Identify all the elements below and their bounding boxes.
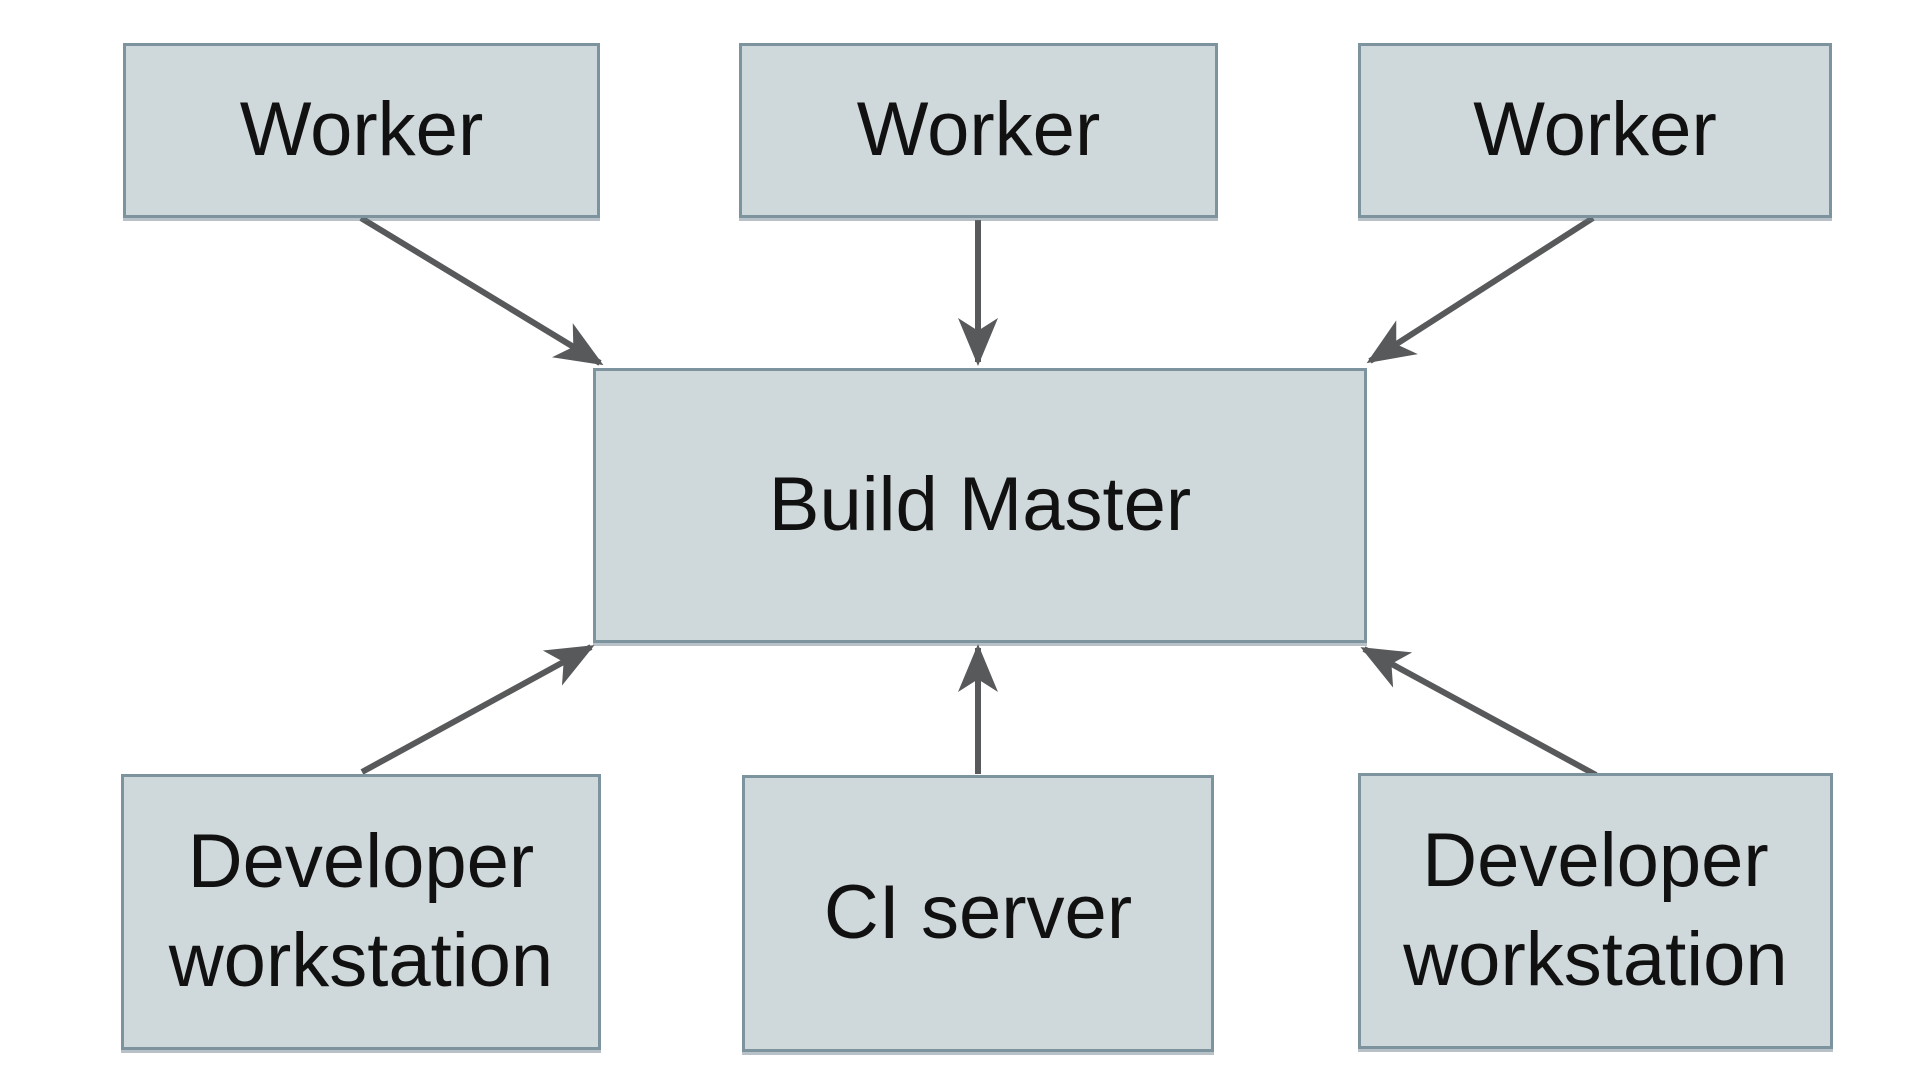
- node-worker-1-label: Worker: [239, 87, 484, 173]
- node-developer-workstation-right-label: Developer workstation: [1403, 818, 1788, 1002]
- arrow-devright-to-buildmaster: [1360, 646, 1598, 778]
- node-developer-workstation-left-label: Developer workstation: [168, 819, 554, 1003]
- node-worker-3: Worker: [1358, 43, 1832, 218]
- node-build-master-label: Build Master: [768, 462, 1192, 548]
- node-ci-server-label: CI server: [823, 870, 1133, 956]
- node-developer-workstation-left: Developer workstation: [121, 774, 601, 1050]
- arrow-worker1-to-buildmaster: [359, 215, 604, 366]
- node-worker-1: Worker: [123, 43, 600, 218]
- arrow-worker3-to-buildmaster: [1366, 215, 1595, 364]
- node-worker-2-label: Worker: [856, 87, 1101, 173]
- node-developer-workstation-right: Developer workstation: [1358, 773, 1833, 1049]
- arrow-devleft-to-buildmaster: [360, 644, 595, 775]
- node-build-master: Build Master: [593, 368, 1367, 643]
- node-worker-2: Worker: [739, 43, 1218, 218]
- node-worker-3-label: Worker: [1473, 87, 1717, 173]
- node-ci-server: CI server: [742, 775, 1214, 1052]
